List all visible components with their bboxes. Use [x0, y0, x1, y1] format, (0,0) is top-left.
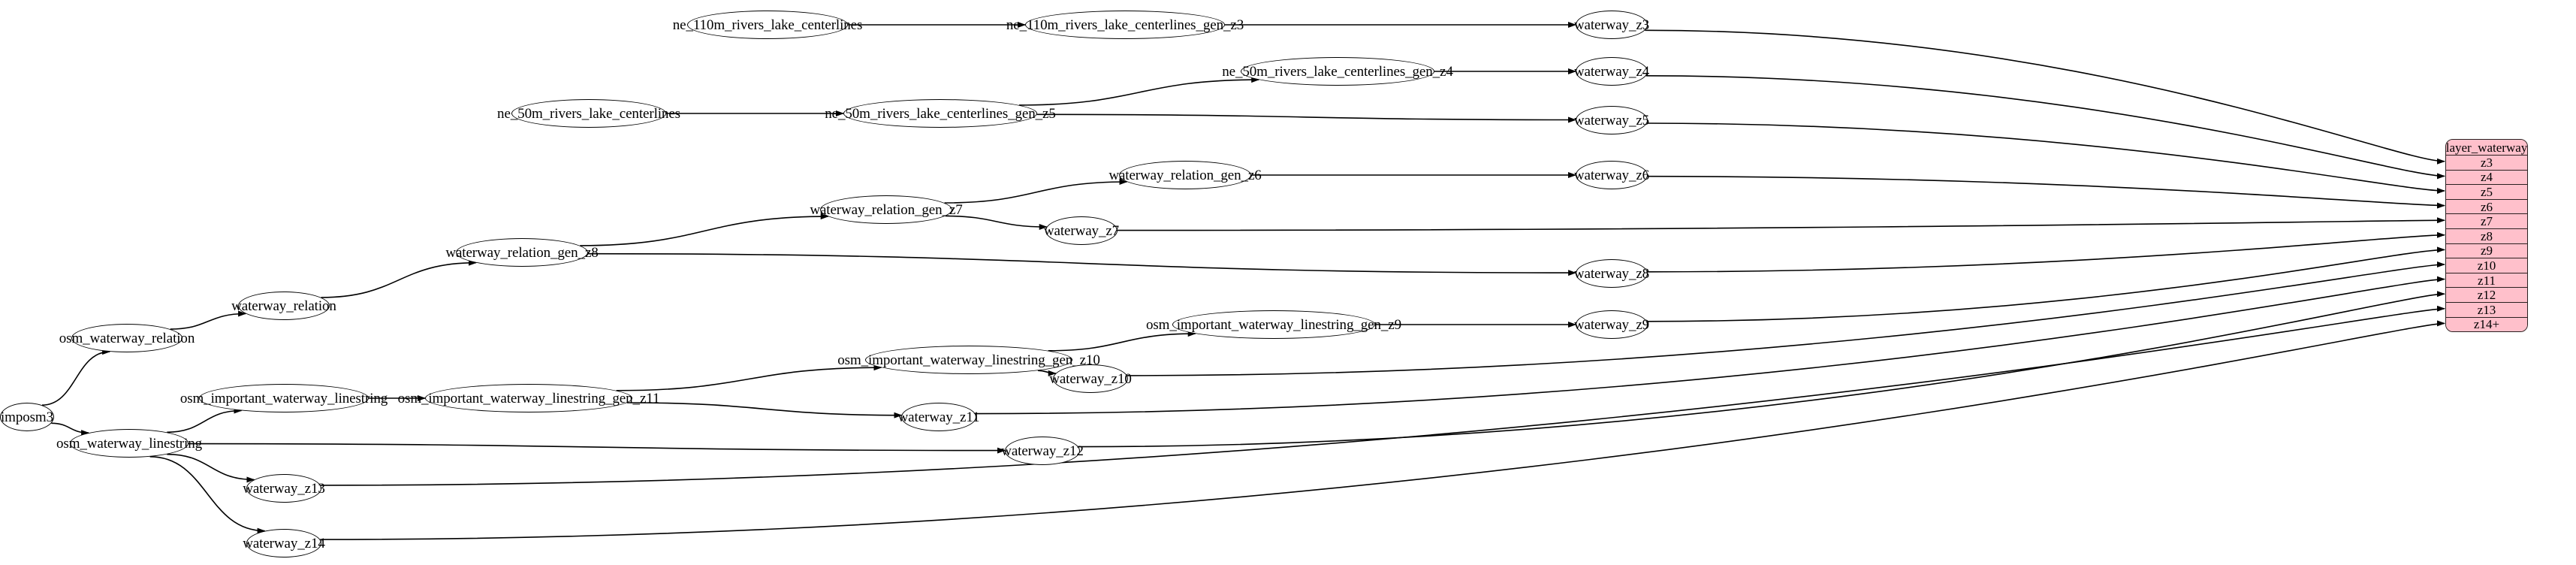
- record-row-z10[interactable]: z10: [2446, 258, 2527, 273]
- graph-node-label: osm_important_waterway_linestring_gen_z1…: [397, 390, 660, 406]
- graph-node-label: ne_50m_rivers_lake_centerlines: [497, 105, 680, 122]
- edge-ne_50m_rivers_lake_centerlines_gen_z5-to-ne_50m_rivers_lake_centerlines_gen_z4: [1018, 77, 1260, 106]
- graph-node-ne_50m_rivers_lake_centerlines_gen_z5[interactable]: ne_50m_rivers_lake_centerlines_gen_z5: [825, 99, 1056, 128]
- graph-node-label: imposm3: [0, 409, 54, 425]
- graph-node-label: waterway_relation_gen_z6: [1109, 167, 1262, 183]
- graph-node-osm_important_waterway_linestring_gen_z9[interactable]: osm_important_waterway_linestring_gen_z9: [1146, 310, 1401, 339]
- edge-osm_waterway_linestring-to-waterway_z12: [188, 443, 1006, 454]
- graph-node-ne_110m_rivers_lake_centerlines_gen_z3[interactable]: ne_110m_rivers_lake_centerlines_gen_z3: [1006, 11, 1244, 39]
- graph-node-label: osm_important_waterway_linestring_gen_z9: [1145, 316, 1402, 333]
- graph-node-osm_important_waterway_linestring_gen_z10[interactable]: osm_important_waterway_linestring_gen_z1…: [837, 346, 1100, 374]
- record-row-z8[interactable]: z8: [2446, 228, 2527, 243]
- record-row-z9[interactable]: z9: [2446, 243, 2527, 258]
- edge-waterway_z14-to-layer_waterway.z14+: [320, 320, 2445, 540]
- graph-node-ne_110m_rivers_lake_centerlines[interactable]: ne_110m_rivers_lake_centerlines: [673, 11, 862, 39]
- graph-node-label: ne_110m_rivers_lake_centerlines_gen_z3: [1006, 17, 1244, 33]
- graph-node-label: waterway_relation_gen_z8: [445, 244, 599, 261]
- graph-node-label: waterway_z4: [1573, 63, 1650, 80]
- graph-node-waterway_z14[interactable]: waterway_z14: [243, 529, 325, 557]
- graph-node-waterway_relation_gen_z8[interactable]: waterway_relation_gen_z8: [445, 238, 599, 267]
- edge-imposm3-to-osm_waterway_relation: [41, 349, 111, 406]
- record-row-z14plus[interactable]: z14+: [2446, 316, 2527, 332]
- graph-node-label: ne_50m_rivers_lake_centerlines_gen_z5: [825, 105, 1056, 122]
- graph-node-label: waterway_z10: [1049, 370, 1132, 387]
- edge-waterway_relation_gen_z7-to-waterway_relation_gen_z6: [944, 179, 1128, 204]
- edge-waterway_z11-to-layer_waterway.z11: [975, 276, 2445, 415]
- edge-osm_waterway_relation-to-waterway_relation: [170, 310, 247, 330]
- edge-osm_waterway_linestring-to-waterway_z13: [167, 453, 255, 483]
- graph-node-waterway_z13[interactable]: waterway_z13: [243, 474, 325, 503]
- edge-waterway_relation-to-waterway_relation_gen_z8: [321, 259, 477, 298]
- graph-node-label: waterway_relation: [231, 298, 336, 314]
- edge-waterway_z5-to-layer_waterway.z5: [1646, 122, 2445, 194]
- graph-node-label: waterway_z14: [243, 535, 325, 551]
- edge-waterway_z6-to-layer_waterway.z6: [1647, 175, 2445, 209]
- graph-node-imposm3[interactable]: imposm3: [0, 403, 54, 431]
- record-header: layer_waterway: [2445, 140, 2528, 155]
- graph-node-osm_waterway_linestring[interactable]: osm_waterway_linestring: [56, 429, 202, 458]
- graph-node-label: waterway_z13: [243, 480, 325, 497]
- edge-waterway_z3-to-layer_waterway.z3: [1645, 29, 2445, 165]
- edge-waterway_relation_gen_z7-to-waterway_z7: [945, 215, 1048, 230]
- graph-node-waterway_z11[interactable]: waterway_z11: [898, 403, 980, 431]
- record-row-z7[interactable]: z7: [2446, 213, 2527, 228]
- graph-node-label: osm_important_waterway_linestring_gen_z1…: [837, 352, 1100, 368]
- edge-waterway_relation_gen_z8-to-waterway_z8: [587, 252, 1577, 276]
- graph-node-label: osm_waterway_linestring: [56, 435, 202, 452]
- graph-node-waterway_z4[interactable]: waterway_z4: [1573, 57, 1650, 86]
- edge-osm_waterway_linestring-to-osm_important_waterway_linestring: [167, 407, 243, 434]
- graph-node-label: waterway_z6: [1573, 167, 1650, 183]
- edge-waterway_z8-to-layer_waterway.z8: [1647, 231, 2445, 273]
- graph-node-waterway_z6[interactable]: waterway_z6: [1573, 161, 1650, 189]
- graph-node-waterway_z12[interactable]: waterway_z12: [1001, 437, 1084, 465]
- graph-node-osm_important_waterway_linestring[interactable]: osm_important_waterway_linestring: [180, 384, 388, 412]
- graph-node-waterway_z5[interactable]: waterway_z5: [1573, 106, 1650, 134]
- edge-waterway_z9-to-layer_waterway.z9: [1646, 246, 2445, 322]
- record-row-z6[interactable]: z6: [2446, 198, 2527, 214]
- graph-node-waterway_relation_gen_z7[interactable]: waterway_relation_gen_z7: [810, 195, 963, 224]
- graph-node-label: waterway_z11: [897, 409, 980, 425]
- graph-node-label: waterway_z9: [1573, 316, 1650, 333]
- edge-osm_important_waterway_linestring_gen_z11-to-waterway_z11: [626, 402, 903, 418]
- record-row-z3[interactable]: z3: [2446, 155, 2527, 170]
- graph-node-ne_50m_rivers_lake_centerlines_gen_z4[interactable]: ne_50m_rivers_lake_centerlines_gen_z4: [1222, 57, 1453, 86]
- graph-node-label: osm_waterway_relation: [59, 330, 195, 346]
- record-row-z11[interactable]: z11: [2446, 272, 2527, 288]
- edge-waterway_relation_gen_z8-to-waterway_relation_gen_z7: [580, 213, 829, 246]
- record-row-z5[interactable]: z5: [2446, 184, 2527, 199]
- record-row-z12[interactable]: z12: [2446, 287, 2527, 302]
- graph-node-waterway_relation[interactable]: waterway_relation: [231, 292, 336, 320]
- graph-node-label: ne_110m_rivers_lake_centerlines: [672, 17, 863, 33]
- edge-waterway_z7-to-layer_waterway.z7: [1117, 217, 2445, 231]
- graph-node-osm_waterway_relation[interactable]: osm_waterway_relation: [59, 324, 195, 352]
- graph-node-waterway_relation_gen_z6[interactable]: waterway_relation_gen_z6: [1109, 161, 1262, 189]
- graph-node-label: ne_50m_rivers_lake_centerlines_gen_z4: [1222, 63, 1453, 80]
- graph-node-osm_important_waterway_linestring_gen_z11[interactable]: osm_important_waterway_linestring_gen_z1…: [398, 384, 659, 412]
- edge-ne_50m_rivers_lake_centerlines_gen_z5-to-waterway_z5: [1036, 113, 1576, 123]
- graph-node-waterway_z8[interactable]: waterway_z8: [1573, 259, 1650, 288]
- edge-imposm3-to-osm_waterway_linestring: [51, 422, 90, 437]
- graph-node-label: waterway_z7: [1043, 222, 1120, 239]
- record-row-z13[interactable]: z13: [2446, 301, 2527, 317]
- graph-node-label: waterway_z12: [1001, 443, 1084, 459]
- edge-waterway_z4-to-layer_waterway.z4: [1645, 75, 2445, 180]
- graph-node-waterway_z9[interactable]: waterway_z9: [1573, 310, 1650, 339]
- record-row-z4[interactable]: z4: [2446, 169, 2527, 185]
- graph-node-label: waterway_z5: [1573, 112, 1650, 128]
- graph-node-label: waterway_z8: [1573, 265, 1650, 282]
- graph-node-waterway_z7[interactable]: waterway_z7: [1043, 216, 1120, 245]
- graph-node-label: osm_important_waterway_linestring: [179, 390, 388, 406]
- graph-node-label: waterway_relation_gen_z7: [810, 201, 963, 218]
- edge-osm_important_waterway_linestring_gen_z11-to-osm_important_waterway_linestring_gen_z10: [616, 364, 882, 391]
- edge-osm_important_waterway_linestring_gen_z10-to-osm_important_waterway_linestring_gen_z9: [1048, 331, 1196, 352]
- graph-node-waterway_z10[interactable]: waterway_z10: [1049, 364, 1132, 393]
- graph-node-waterway_z3[interactable]: waterway_z3: [1573, 11, 1650, 39]
- graph-node-ne_50m_rivers_lake_centerlines[interactable]: ne_50m_rivers_lake_centerlines: [497, 99, 680, 128]
- graph-node-label: waterway_z3: [1573, 17, 1650, 33]
